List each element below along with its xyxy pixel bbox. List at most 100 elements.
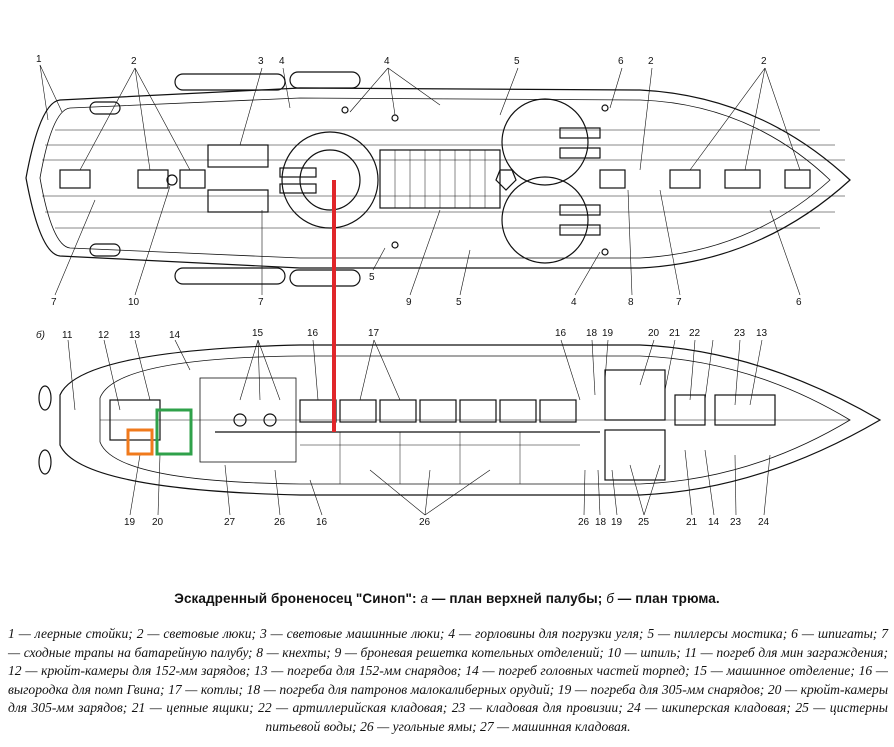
legend-item: 8 — кнехты; [256, 644, 331, 660]
callout-bot-22: 22 [689, 328, 701, 339]
legend-item-number: 14 [465, 663, 479, 679]
callout-bot-14: 14 [169, 330, 181, 341]
legend-item-number: 19 [557, 681, 572, 697]
legend-item: 21 — цепные ящики; [131, 700, 254, 716]
grating-lines [394, 150, 486, 208]
callout-top-5b: 5 [369, 272, 375, 283]
ship-plans-drawing: 1 2 3 4 4 5 6 2 2 7 10 7 5 9 5 4 8 7 6 [25, 54, 882, 528]
caption-title: Эскадренный броненосец "Синоп": [174, 591, 417, 606]
callout-top-10: 10 [128, 297, 140, 308]
legend-item-text: погреб головных частей торпед; [498, 663, 690, 679]
coal-bunkers [300, 432, 580, 484]
callout-bot-26c: 26 [578, 517, 590, 528]
legend-item: 1 — леерные стойки; [8, 626, 133, 641]
bitt-2 [391, 114, 399, 122]
legend: 1 — леерные стойки; 2 — световые люки; 3… [8, 625, 888, 737]
engine-skylight-2 [207, 189, 269, 213]
legend-item-number: 8 [256, 644, 263, 660]
bitt-1 [341, 106, 349, 114]
panel-b-label: б) [36, 329, 45, 341]
callout-bot-11: 11 [62, 330, 73, 341]
callout-bot-26a: 26 [274, 517, 286, 528]
fwd-gun-1 [559, 127, 601, 139]
callout-bot-18a: 18 [586, 328, 598, 339]
legend-item-text: угольные ямы; [392, 718, 477, 734]
callout-top-6a: 6 [618, 56, 624, 67]
aft-barbette-inner [299, 149, 361, 211]
legend-item-number: 23 [451, 700, 466, 716]
boat-port-2 [289, 71, 361, 89]
aft-gun-1 [279, 167, 317, 178]
legend-item-number: 9 [334, 644, 342, 660]
hold-hull-outline [59, 344, 882, 496]
legend-item: 12 — крюйт-камеры для 152-мм зарядов; [8, 663, 251, 679]
boilers [299, 399, 577, 423]
legend-item-number: 3 [259, 626, 267, 641]
legend-item-number: 18 [246, 681, 261, 697]
legend-item: 6 — шпигаты; [791, 626, 878, 641]
legend-item-text: машинная кладовая. [512, 718, 631, 734]
legend-item: 5 — пиллерсы мостика; [647, 626, 788, 641]
callout-bot-27: 27 [224, 517, 236, 528]
callout-bot-14b: 14 [708, 517, 720, 528]
callout-top-4c: 4 [571, 297, 577, 308]
bitt-3 [391, 241, 399, 249]
fwd-gun-2 [559, 147, 601, 159]
callout-bot-16a: 16 [307, 328, 319, 339]
callout-top-2: 2 [131, 56, 137, 67]
boat-stern-1 [89, 101, 121, 115]
capstan [166, 174, 178, 186]
callout-bot-26b: 26 [419, 517, 431, 528]
legend-item-number: 7 [881, 626, 889, 641]
skylight-fwd-1 [599, 169, 626, 189]
caption-b-letter: б [606, 591, 614, 606]
fwd-barbette-stbd [501, 176, 589, 264]
bitt-4 [601, 104, 609, 112]
legend-item-number: 22 [258, 700, 272, 716]
fwd-gun-4 [559, 224, 601, 236]
legend-item-text: броневая решетка котельных отделений; [360, 644, 604, 660]
callout-bot-19b: 19 [124, 517, 136, 528]
legend-item: 2 — световые люки; [136, 626, 257, 641]
legend-item-text: погреба для 305-мм снарядов; [590, 681, 765, 697]
legend-item: 20 — крюйт-камеры для 305-мм зарядов; [8, 681, 889, 716]
engine-cylinder-2 [263, 413, 277, 427]
shield-emblem [495, 169, 517, 191]
legend-item-text: световые люки; [163, 626, 257, 641]
legend-item-text: погреб для мин заграждения; [716, 644, 888, 660]
callout-top-1: 1 [36, 54, 42, 65]
callout-bot-17: 17 [368, 328, 380, 339]
legend-item-number: 16 [858, 663, 873, 679]
highlight-annotations [126, 180, 336, 456]
callout-top-6b: 6 [796, 297, 802, 308]
legend-item-number: 25 [795, 700, 809, 716]
legend-item-text: шкиперская кладовая; [661, 700, 791, 716]
legend-item-text: горловины для погрузки угля; [474, 626, 644, 641]
legend-item-text: цистерны питьевой воды; [265, 700, 889, 734]
hold-plan [38, 344, 882, 496]
legend-item: 25 — цистерны питьевой воды; [265, 700, 889, 734]
propeller-stbd [38, 449, 52, 475]
legend-item: 4 — горловины для погрузки угля; [448, 626, 644, 641]
legend-item: 27 — машинная кладовая. [480, 718, 631, 734]
skylight-fwd-3 [724, 169, 761, 189]
callout-top-7a: 7 [51, 297, 57, 308]
legend-item: 9 — броневая решетка котельных отделений… [334, 644, 604, 660]
callout-bot-13: 13 [129, 330, 141, 341]
legend-item: 13 — погреба для 152-мм снарядов; [253, 663, 462, 679]
skylight-fwd-2 [669, 169, 701, 189]
callout-top-7b: 7 [258, 297, 264, 308]
legend-item-number: 15 [693, 663, 707, 679]
legend-item-text: шпиль; [640, 644, 681, 660]
legend-item-number: 10 [607, 644, 622, 660]
bitt-5 [601, 248, 609, 256]
legend-item-number: 6 [791, 626, 798, 641]
legend-item-number: 11 [684, 644, 698, 660]
legend-item-number: 27 [480, 718, 494, 734]
legend-item: 24 — шкиперская кладовая; [627, 700, 791, 716]
callout-bot-23a: 23 [734, 328, 746, 339]
legend-item-text: крюйт-камеры для 305-мм зарядов; [8, 681, 889, 716]
callout-bot-25: 25 [638, 517, 650, 528]
legend-item-text: цепные ящики; [166, 700, 254, 716]
callout-bot-21b: 21 [686, 517, 698, 528]
